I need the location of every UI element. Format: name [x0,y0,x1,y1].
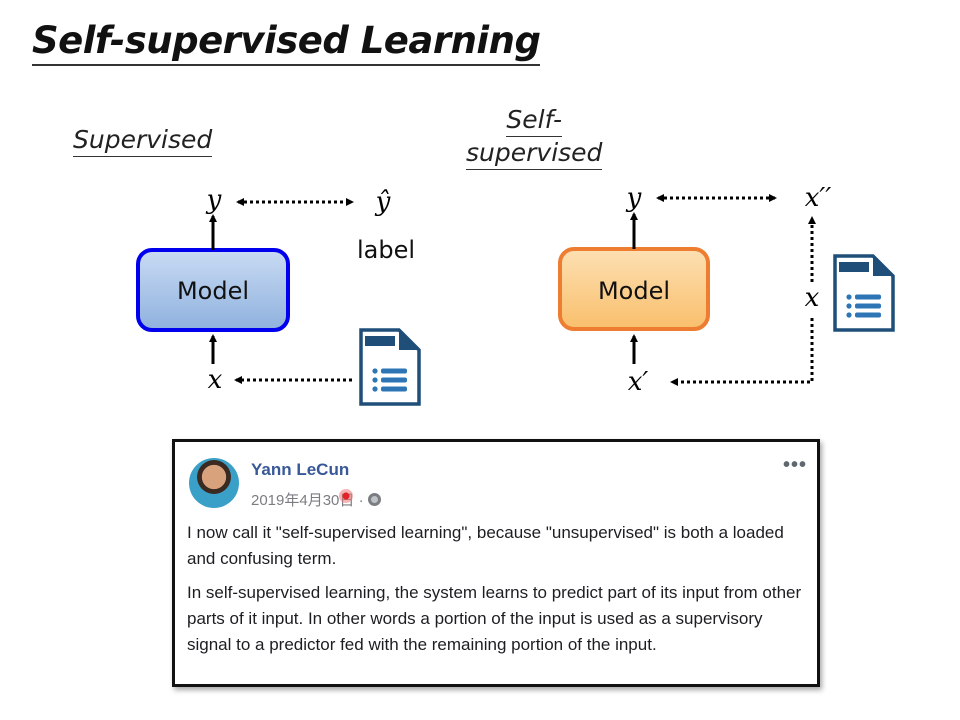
self-supervised-input-symbol: x′ [628,367,649,397]
self-supervised-output-symbol: y [626,183,642,213]
post-author-link[interactable]: Yann LeCun [251,460,350,479]
post-date[interactable]: 2019年4月30日 · [251,489,381,510]
supervised-model-label: Model [177,277,249,305]
slide-title: Self-supervised Learning [32,18,541,66]
learning-diagram: Model y ŷ label x Model y x′′ [136,183,895,406]
self-supervised-heading: Self- supervised [466,104,603,170]
self-supervised-target-symbol: x′′ [805,183,832,213]
supervised-heading: Supervised [73,124,213,157]
post-date-text: 2019年4月30日 [251,492,355,509]
self-supervised-heading-line1: Self- [506,104,562,137]
more-options-button[interactable]: ••• [782,454,807,476]
globe-icon [367,493,381,506]
document-list-icon [833,254,895,332]
supervised-diagram: Model y ŷ label x [136,185,421,406]
supervised-input-symbol: x [208,365,223,395]
cursor-marker-icon [339,489,353,503]
avatar[interactable] [189,458,239,508]
document-list-icon [359,328,421,406]
supervised-target-symbol: ŷ [375,187,391,217]
self-supervised-model-label: Model [598,277,670,305]
post-paragraph-1: I now call it "self-supervised learning"… [187,523,784,568]
supervised-target-caption: label [357,236,415,264]
supervised-output-symbol: y [206,185,222,215]
self-supervised-source-symbol: x [805,283,820,313]
self-supervised-diagram: Model y x′′ x x′ [558,183,895,397]
self-supervised-input-split-path [670,318,814,386]
post-paragraph-2: In self-supervised learning, the system … [187,583,802,654]
self-supervised-heading-line2: supervised [466,137,603,170]
facebook-post-card: Yann LeCun 2019年4月30日 · ••• I now call i… [172,439,820,687]
